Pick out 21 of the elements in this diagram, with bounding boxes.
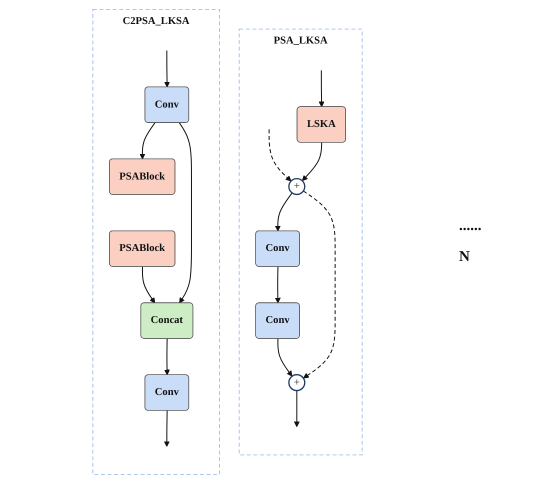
arrow bbox=[274, 192, 293, 232]
node-circle bbox=[288, 374, 306, 392]
cluster bbox=[238, 28, 362, 456]
arrow bbox=[277, 338, 292, 376]
arrow bbox=[142, 266, 156, 304]
annotation-label: N bbox=[459, 249, 471, 266]
arrow bbox=[164, 50, 170, 88]
arrow bbox=[178, 122, 192, 304]
annotation-label: ...... bbox=[459, 218, 482, 235]
arrow bbox=[274, 266, 281, 304]
arrow bbox=[268, 128, 292, 182]
arrow bbox=[302, 142, 322, 182]
arrow bbox=[140, 122, 156, 160]
block-diagram: PSA_LKSA LSKA + Conv Conv + C2PSA_LKSA Conv PSABlock PSABlock Concat Conv bbox=[0, 4, 455, 480]
arrow bbox=[302, 190, 336, 378]
arrow bbox=[164, 410, 170, 447]
arrow bbox=[318, 70, 324, 108]
arrow bbox=[294, 390, 300, 428]
arrow bbox=[164, 338, 170, 376]
node-circle bbox=[288, 178, 306, 196]
cluster bbox=[92, 8, 220, 476]
